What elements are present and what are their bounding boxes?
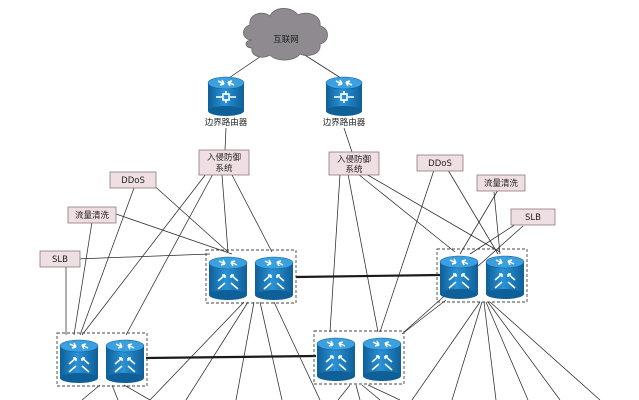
traffic-scrubbing-label: 流量清洗 — [484, 178, 519, 189]
border-router-left[interactable]: 边界路由器 — [205, 76, 248, 128]
trunk-link-upper — [295, 273, 441, 279]
traffic-scrubbing-box-right[interactable]: 流量清洗 — [476, 174, 526, 192]
switch-icon[interactable] — [105, 339, 145, 383]
ddos-label: DDoS — [121, 176, 145, 186]
border-router-label: 边界路由器 — [205, 117, 248, 128]
switch-icon[interactable] — [208, 256, 248, 300]
switch-icon[interactable] — [439, 255, 479, 299]
traffic-scrubbing-label: 流量清洗 — [75, 210, 110, 221]
ids-box-right[interactable]: 入侵防御 系统 — [328, 151, 380, 176]
router-arrows-icon — [216, 79, 236, 103]
internet-cloud-icon: 互联网 — [243, 7, 328, 61]
slb-label: SLB — [525, 213, 541, 223]
router-arrows-icon — [334, 79, 354, 103]
slb-box-left[interactable]: SLB — [39, 250, 81, 268]
switch-icon[interactable] — [485, 255, 525, 299]
switch-icon[interactable] — [362, 337, 402, 381]
internet-label: 互联网 — [273, 35, 299, 45]
switch-group-lower-center — [313, 330, 405, 385]
ddos-box-right[interactable]: DDoS — [416, 154, 464, 172]
border-router-label: 边界路由器 — [323, 117, 366, 128]
traffic-scrubbing-box-left[interactable]: 流量清洗 — [67, 206, 117, 224]
switch-group-upper-right — [436, 248, 528, 303]
ddos-box-left[interactable]: DDoS — [109, 171, 157, 189]
trunk-link-lower — [145, 354, 317, 360]
switch-icon[interactable] — [254, 256, 294, 300]
ids-label-line2: 系统 — [215, 163, 233, 174]
switch-icon[interactable] — [316, 337, 356, 381]
switch-group-lower-left — [56, 332, 148, 387]
core-switches — [59, 255, 525, 383]
slb-label: SLB — [52, 255, 68, 265]
switch-group-upper-left — [205, 249, 297, 304]
border-router-right[interactable]: 边界路由器 — [323, 76, 366, 128]
ddos-label: DDoS — [428, 159, 452, 169]
ids-label-line1: 入侵防御 — [207, 152, 241, 163]
ids-label-line2: 系统 — [345, 164, 363, 175]
slb-box-right[interactable]: SLB — [510, 208, 556, 226]
ids-box-left[interactable]: 入侵防御 系统 — [198, 149, 250, 176]
ids-label-line1: 入侵防御 — [337, 154, 371, 165]
switch-icon[interactable] — [59, 339, 99, 383]
